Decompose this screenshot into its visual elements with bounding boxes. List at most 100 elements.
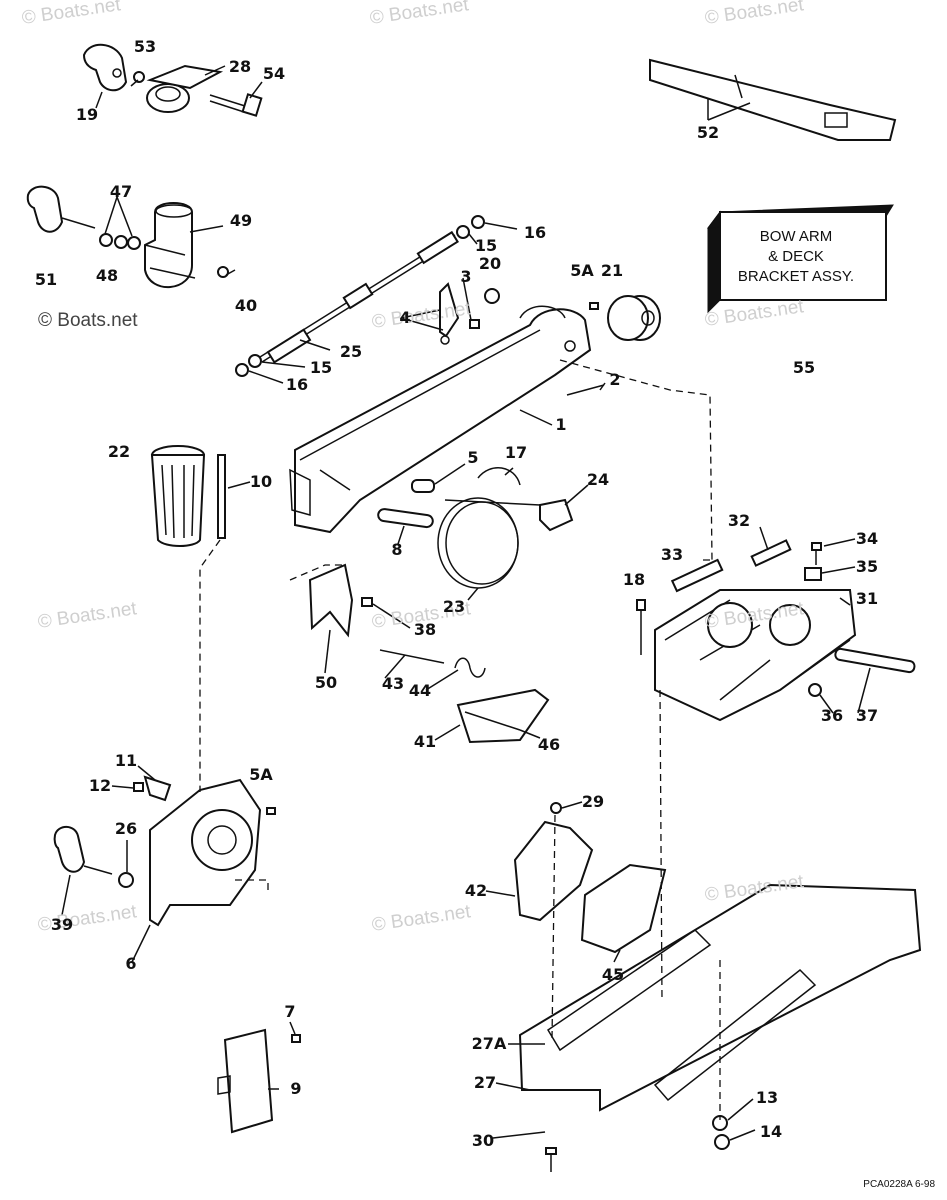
pin-part-8 [377,508,434,529]
sleeve-part-9 [217,1028,274,1134]
part-label-45: 45 [601,965,625,984]
bar-part-32 [750,539,792,567]
set-screw-part-5A-top [589,302,599,310]
pulley-part-21 [607,295,661,341]
part-label-19: 19 [75,105,99,124]
part-label-16-bottom: 16 [285,375,309,394]
cover-part-41 [456,688,550,744]
part-label-5A-top: 5A [570,261,594,280]
bolt-part-18 [636,599,646,655]
part-label-50: 50 [314,673,338,692]
part-label-5A-bottom: 5A [249,765,273,784]
part-label-24: 24 [586,470,610,489]
bracket-part-49 [144,202,196,288]
part-label-16-top: 16 [523,223,547,242]
kit-box-text: BOW ARM & DECK BRACKET ASSY. [712,227,880,287]
part-label-47: 47 [109,182,133,201]
nut-part-40 [217,266,229,278]
part-label-12: 12 [88,776,112,795]
screw-part-34 [811,542,822,565]
guide-part-24 [539,498,574,532]
part-label-38: 38 [413,620,437,639]
part-label-15-bottom: 15 [309,358,333,377]
grip-part-22 [150,445,206,547]
washer-part-48 [114,235,128,249]
part-label-42: 42 [464,881,488,900]
part-label-5: 5 [467,448,479,467]
nut-part-16-top [471,215,485,229]
rod-part-10 [217,454,226,539]
part-label-36: 36 [820,706,844,725]
part-label-4: 4 [399,308,411,327]
pin-part-43 [379,649,445,664]
clip-part-35 [804,567,822,581]
watermark: © Boats.net [38,310,138,331]
part-label-20: 20 [478,254,502,273]
spring-part-44 [454,657,486,678]
rod-assembly-part-25 [259,230,459,364]
plate-part-50 [308,563,354,638]
part-label-28: 28 [228,57,252,76]
set-screw-part-5A-bottom [266,807,276,815]
part-label-37: 37 [855,706,879,725]
part-label-39: 39 [50,915,74,934]
motor-bracket-part-6 [149,778,262,927]
part-label-41: 41 [413,732,437,751]
cable-part-23 [437,497,541,589]
part-label-53: 53 [133,37,157,56]
part-label-32: 32 [727,511,751,530]
part-label-6: 6 [125,954,137,973]
part-label-11: 11 [114,751,138,770]
part-label-40: 40 [234,296,258,315]
pin-part-37 [834,647,916,674]
latch-part-4 [439,282,460,345]
part-label-30: 30 [471,1131,495,1150]
screw-part-30 [545,1147,557,1172]
part-label-2: 2 [609,370,621,389]
part-label-25: 25 [339,342,363,361]
screw-part-29 [550,802,562,814]
part-label-54: 54 [262,64,286,83]
block-part-42 [513,820,594,922]
deck-bracket-part-31 [654,589,857,722]
washer-part-26 [118,872,134,888]
part-label-31: 31 [855,589,879,608]
part-label-15-top: 15 [474,236,498,255]
part-label-18: 18 [622,570,646,589]
nut-part-36 [808,683,822,697]
clamp-part-28 [146,64,224,113]
part-label-14: 14 [759,1122,783,1141]
part-label-26: 26 [114,819,138,838]
leader-lines [61,65,871,1141]
spring-clip-part-17 [477,467,521,486]
clamp-knob-part-51 [26,185,96,233]
part-label-44: 44 [408,681,432,700]
drawing-code: PCA0228A 6-98 [863,1179,935,1190]
knob-part-11 [143,775,172,802]
part-label-22: 22 [107,442,131,461]
screw-part-3 [469,319,480,329]
part-label-43: 43 [381,674,405,693]
washer-part-15-top [456,225,470,239]
bow-arm-part-1 [289,305,592,534]
nut-part-16-bottom [235,363,249,377]
kit-box-line-3: BRACKET ASSY. [737,268,855,285]
part-label-3: 3 [460,267,472,286]
part-label-9: 9 [290,1079,302,1098]
bolt-part-54 [209,93,263,117]
bar-part-33 [670,558,724,593]
part-label-51: 51 [34,270,58,289]
part-label-1: 1 [555,415,567,434]
part-label-55: 55 [792,358,816,377]
part-label-46: 46 [537,735,561,754]
strap-part-52 [649,58,897,141]
pin-part-5 [411,479,435,493]
clamp-knob-part-19 [82,43,128,92]
washer-part-47 [99,233,113,247]
part-label-13: 13 [755,1088,779,1107]
part-label-34: 34 [855,529,879,548]
assembly-dashed-lines [199,359,721,1120]
wedge-part-45 [580,863,667,954]
nut-part-14 [714,1134,730,1150]
